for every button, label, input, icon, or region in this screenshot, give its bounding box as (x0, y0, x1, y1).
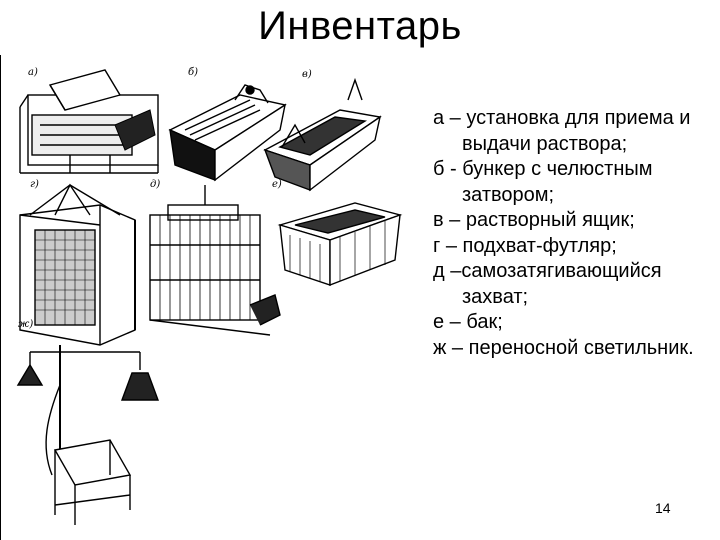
legend-item-d: д –самозатягивающийся захват; (433, 260, 662, 308)
legend-item-g: г – подхват-футляр; (433, 234, 617, 257)
legend-list: а – установка для приема и выдачи раство… (433, 106, 720, 361)
self-tightening-grip-drawing (149, 185, 281, 336)
legend-item-v: в – растворный ящик; (433, 209, 635, 231)
inventory-illustration: а) б) в) (10, 55, 410, 540)
label-a: а) (28, 67, 38, 78)
mortar-box-drawing (263, 77, 382, 192)
portable-lamp-drawing (16, 345, 160, 525)
label-g: г) (30, 179, 39, 190)
legend-item-zh: ж – переносной светильник. (433, 336, 694, 359)
label-v: в) (302, 69, 312, 80)
legend-item-a: а – установка для приема и выдачи раство… (433, 107, 691, 155)
page-number: 14 (655, 500, 671, 516)
slide-title: Инвентарь (258, 4, 462, 48)
label-d: д) (150, 179, 160, 190)
installation-drawing (19, 69, 159, 174)
hopper-drawing (168, 84, 287, 182)
label-b: б) (188, 67, 198, 78)
tank-drawing (277, 202, 403, 287)
left-border-line (0, 55, 1, 540)
clamp-case-drawing (19, 183, 136, 346)
label-e: е) (272, 179, 282, 190)
legend-item-e: е – бак; (433, 311, 503, 333)
legend-item-b: б - бункер с челюстным затвором; (433, 158, 653, 206)
label-zh: ж) (18, 319, 33, 330)
